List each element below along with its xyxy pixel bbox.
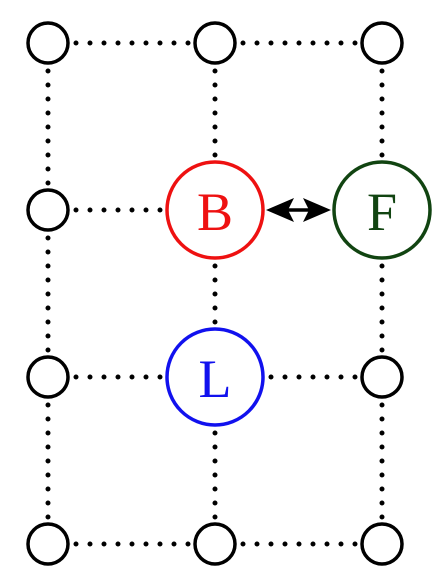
node-l: L xyxy=(165,327,265,427)
bidirectional-arrow-b-f xyxy=(266,198,331,222)
node-r4c3 xyxy=(360,522,404,566)
small-nodes xyxy=(26,21,404,566)
node-r1c1 xyxy=(26,21,70,65)
vertical-edges xyxy=(45,40,385,547)
node-l-circle xyxy=(165,327,265,427)
node-r4c1 xyxy=(26,522,70,566)
node-f: F xyxy=(332,160,432,260)
arrow-head-right xyxy=(303,198,331,222)
node-r3c3 xyxy=(360,355,404,399)
node-b-label: B xyxy=(197,182,233,242)
node-r2c1 xyxy=(26,188,70,232)
node-r4c2 xyxy=(193,522,237,566)
node-f-label: F xyxy=(367,182,397,242)
node-l-label: L xyxy=(199,349,232,409)
node-f-circle xyxy=(332,160,432,260)
node-r1c3 xyxy=(360,21,404,65)
node-r1c2 xyxy=(193,21,237,65)
node-b-circle xyxy=(165,160,265,260)
node-b: B xyxy=(165,160,265,260)
arrow-head-left xyxy=(266,198,294,222)
node-r3c1 xyxy=(26,355,70,399)
